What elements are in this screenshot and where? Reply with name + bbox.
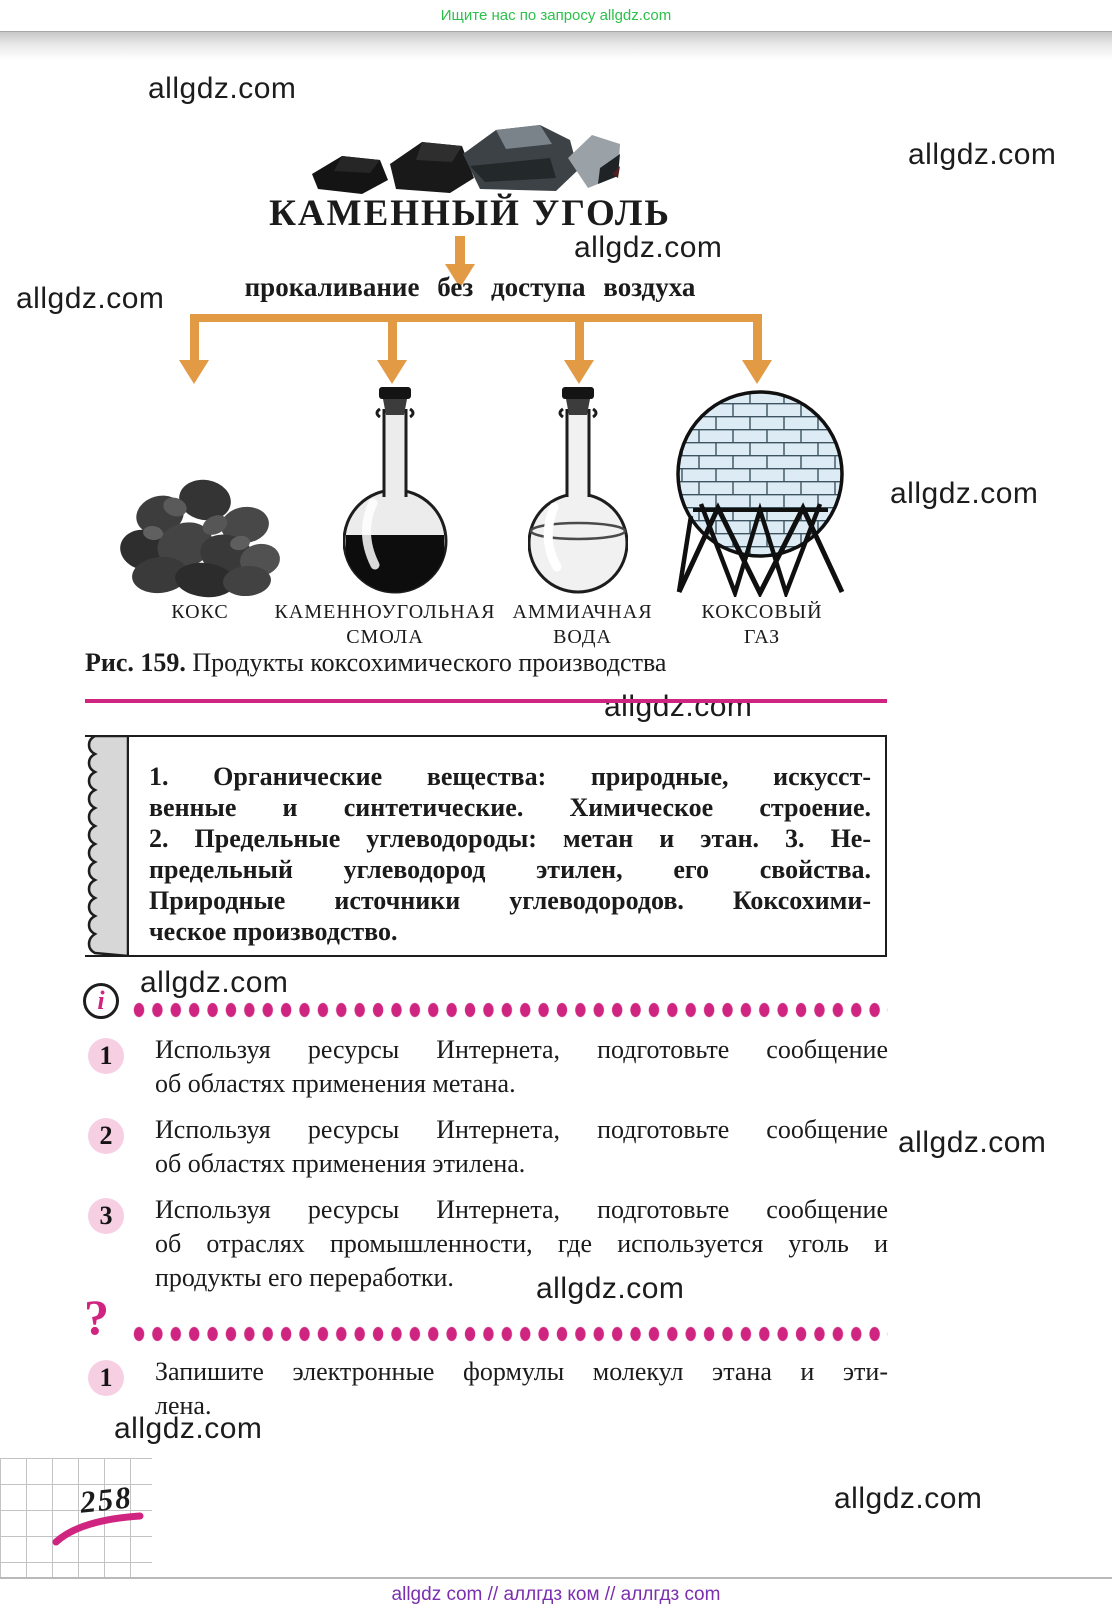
watermark: allgdz.com [898, 1126, 1047, 1159]
task-line: Используя ресурсы Интернета, подготовьте… [155, 1195, 888, 1224]
branch-arrow-stem [388, 314, 397, 362]
product-label-smola: КАМЕННОУГОЛЬНАЯ СМОЛА [262, 600, 508, 650]
branch-arrow-stem [753, 314, 762, 362]
task-line: об областях применения метана. [155, 1069, 516, 1098]
task-line: лена. [155, 1391, 212, 1420]
process-label: прокаливание без доступа воздуха [244, 272, 696, 302]
watermark: allgdz.com [114, 1412, 263, 1445]
branch-arrow-head [564, 360, 594, 384]
watermark: allgdz.com [148, 72, 297, 105]
task-text: Используя ресурсы Интернета, подготовьте… [155, 1193, 888, 1295]
watermark: allgdz.com [536, 1272, 685, 1305]
promo-text: Ищите нас по запросу allgdz.com [440, 7, 672, 24]
footer-divider [0, 1577, 1112, 1579]
summary-text: 1. Органические вещества: природные, иск… [149, 761, 871, 947]
summary-line: 1. Органические вещества: природные, иск… [149, 762, 871, 791]
footer-text: allgdz com // аллгдз ком // аллгдз com [391, 1584, 721, 1605]
watermark: allgdz.com [574, 231, 723, 264]
branch-arrow-head [377, 360, 407, 384]
page-number-underline [52, 1512, 144, 1546]
question-icon: ? [84, 1289, 109, 1345]
task-line: об отраслях промышленности, где использу… [155, 1229, 888, 1258]
summary-line: венные и синтетические. Химическое строе… [149, 793, 871, 822]
task-text: Запишите электронные формулы молекул эта… [155, 1355, 888, 1423]
task-number-badge: 3 [88, 1198, 124, 1234]
task-number-badge: 2 [88, 1118, 124, 1154]
watermark: allgdz.com [140, 966, 289, 999]
task-line: продукты его переработки. [155, 1263, 454, 1292]
product-label-line: СМОЛА [346, 626, 424, 648]
task-text: Используя ресурсы Интернета, подготовьте… [155, 1033, 888, 1101]
section-divider-rule [85, 699, 887, 703]
figure-caption: Рис. 159. Продукты коксохимического прои… [85, 648, 666, 678]
dotted-divider [130, 1326, 888, 1342]
summary-line: Природные источники углеводородов. Коксо… [149, 886, 871, 915]
summary-box-torn-edge [87, 735, 129, 957]
summary-line: предельный углеводород этилен, его свойс… [149, 855, 871, 884]
product-label-line: КОКСОВЫЙ [701, 601, 823, 623]
summary-line: 2. Предельные углеводороды: метан и этан… [149, 824, 871, 853]
dotted-divider [130, 1002, 888, 1018]
diagram-title: КАМЕННЫЙ УГОЛЬ [269, 193, 671, 234]
task-line: Запишите электронные формулы молекул эта… [155, 1357, 888, 1386]
coal-lumps-image [312, 125, 620, 194]
watermark: allgdz.com [834, 1482, 983, 1515]
product-label-voda: АММИАЧНАЯ ВОДА [505, 600, 660, 650]
summary-box: 1. Органические вещества: природные, иск… [85, 735, 887, 957]
task-number-badge: 1 [88, 1360, 124, 1396]
gas-holder-icon [676, 390, 845, 597]
figure-caption-number: Рис. 159. [85, 648, 186, 677]
product-label-koks: КОКС [140, 600, 260, 625]
product-label-gaz: КОКСОВЫЙ ГАЗ [682, 600, 842, 650]
task-line: об областях применения этилена. [155, 1149, 526, 1178]
product-label-line: ГАЗ [743, 626, 781, 648]
ammonia-flask-icon [528, 387, 628, 594]
down-arrow-icon [455, 236, 465, 266]
branch-arrow-head [742, 360, 772, 384]
product-label-line: КАМЕННОУГОЛЬНАЯ [274, 601, 496, 623]
tar-flask-icon [343, 387, 448, 594]
down-arrow-head-icon [445, 264, 475, 288]
task-line: Используя ресурсы Интернета, подготовьте… [155, 1035, 888, 1064]
task-number-badge: 1 [88, 1038, 124, 1074]
branch-arrow-stem [575, 314, 584, 362]
task-line: Используя ресурсы Интернета, подготовьте… [155, 1115, 888, 1144]
watermark: allgdz.com [16, 282, 165, 315]
header-gradient [0, 31, 1112, 60]
watermark: allgdz.com [908, 138, 1057, 171]
figure-caption-text: Продукты коксохимического производства [185, 648, 667, 677]
summary-line: ческое производство. [149, 917, 398, 946]
product-label-line: КОКС [171, 601, 229, 623]
task-text: Используя ресурсы Интернета, подготовьте… [155, 1113, 888, 1181]
product-label-line: ВОДА [553, 626, 612, 648]
branch-arrow-stem [190, 314, 199, 362]
watermark: allgdz.com [890, 477, 1039, 510]
product-label-line: АММИАЧНАЯ [512, 601, 653, 623]
branch-arrow-head [179, 360, 209, 384]
top-promo-bar: Ищите нас по запросу allgdz.com [0, 0, 1112, 31]
branch-arrows-bar [190, 314, 762, 322]
coke-pile-icon [120, 479, 280, 598]
info-icon: i [83, 983, 119, 1019]
watermark: allgdz.com [604, 690, 753, 723]
